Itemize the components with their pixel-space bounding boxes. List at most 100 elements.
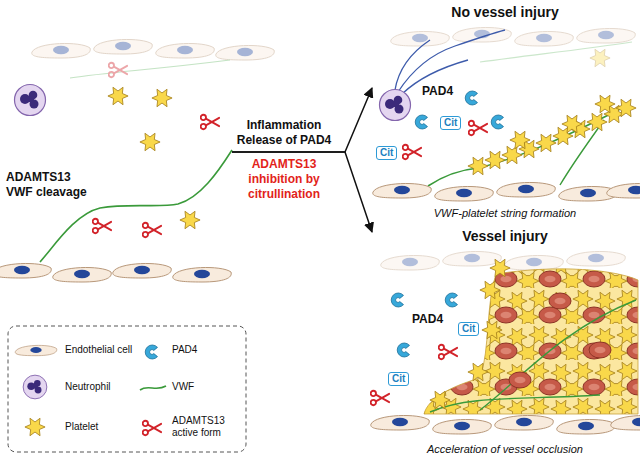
endothelial-cell — [371, 415, 430, 430]
pad4-enzyme — [491, 115, 503, 129]
endothelial-cell — [505, 255, 564, 270]
panel-heading: Vessel injury — [458, 228, 552, 244]
legend-frame — [8, 326, 246, 452]
endothelial-cell — [0, 263, 51, 278]
pad4-enzyme — [445, 293, 457, 307]
adamts13-scissors — [109, 63, 128, 78]
platelet — [108, 87, 128, 104]
endothelial-cell — [497, 182, 556, 197]
endothelial-cell — [515, 31, 574, 46]
endothelial-cell — [216, 45, 275, 60]
legend-sample — [145, 345, 157, 359]
inhibition-label: ADAMTS13 inhibition by citrullination — [234, 157, 334, 202]
vwf-strand — [428, 104, 630, 186]
endothelial-cell — [611, 415, 640, 430]
endothelial-cell — [495, 415, 554, 430]
platelet — [510, 131, 530, 148]
panel-caption: Acceleration of vessel occlusion — [424, 442, 586, 456]
platelet — [152, 89, 172, 106]
panel-label: ADAMTS13 VWF cleavage — [6, 170, 96, 200]
enzyme-label: PAD4 — [412, 312, 443, 326]
vwf-strand — [70, 60, 230, 78]
endothelial-cell — [381, 255, 440, 270]
citrulline-tag: Cit — [458, 322, 479, 336]
platelet — [430, 391, 450, 408]
endothelial-cell — [94, 39, 153, 54]
panel: No vessel injuryVWF-platelet string form… — [372, 0, 638, 222]
endothelial-cell — [607, 183, 640, 198]
legend-sample — [15, 345, 57, 355]
platelet — [536, 134, 556, 151]
pad4-enzyme — [397, 343, 409, 357]
endothelial-cell — [567, 251, 626, 266]
legend-label: Neutrophil — [65, 381, 111, 393]
adamts13-scissors — [403, 145, 422, 160]
endothelial-cell — [453, 27, 512, 42]
platelet — [480, 281, 500, 298]
endothelial-cell — [32, 43, 91, 58]
endothelial-cell — [577, 28, 636, 43]
flow-arrow — [232, 88, 372, 152]
pad4-enzyme — [415, 115, 427, 129]
adamts13-scissors — [143, 223, 162, 238]
platelet — [468, 363, 488, 380]
platelet — [590, 49, 610, 66]
legend-sample — [140, 386, 166, 390]
vwf-strand — [430, 395, 600, 412]
endothelial-cell — [391, 31, 450, 46]
adamts13-scissors — [439, 345, 458, 360]
adamts13-scissors — [93, 219, 112, 234]
adamts13-scissors — [201, 115, 220, 130]
faded-vessel-wall — [32, 39, 275, 78]
legend-label: ADAMTS13 active form — [172, 415, 238, 439]
legend-sample — [25, 418, 45, 435]
endothelial-cell — [156, 43, 215, 58]
red-blood-cell — [549, 293, 571, 309]
adamts13-scissors — [371, 391, 390, 406]
platelet — [490, 259, 510, 276]
legend-label: Endothelial cell — [65, 344, 132, 356]
process-label: Inflammation Release of PAD4 — [226, 118, 342, 148]
adamts13-scissors — [469, 121, 488, 136]
citrulline-tag: Cit — [440, 116, 461, 130]
net-strand — [395, 40, 430, 90]
vwf-strand — [480, 42, 632, 62]
net-strands — [395, 30, 505, 94]
platelet — [485, 151, 505, 168]
endothelial-cell — [557, 419, 616, 434]
citrulline-tag: Cit — [376, 146, 397, 160]
platelet — [562, 115, 582, 132]
legend-label: Platelet — [65, 421, 98, 433]
neutrophil — [380, 90, 411, 121]
legend-sample — [23, 375, 47, 399]
panel-caption: VWF-platelet string formation — [431, 206, 579, 220]
citrulline-tag: Cit — [388, 372, 409, 386]
pad4-enzyme — [391, 293, 403, 307]
endothelial-cell — [433, 419, 492, 434]
legend-sample — [143, 421, 162, 436]
occlusive-thrombus — [424, 269, 638, 414]
red-blood-cell — [589, 342, 611, 358]
endothelial-cell — [53, 267, 112, 282]
panel-heading: No vessel injury — [447, 4, 562, 20]
net-strand — [398, 30, 505, 92]
red-blood-cell — [509, 372, 531, 388]
platelet — [140, 133, 160, 150]
platelet — [595, 95, 615, 112]
legend-label: VWF — [172, 381, 194, 393]
platelet — [482, 321, 502, 338]
vwf-strand — [480, 300, 636, 410]
enzyme-label: PAD4 — [422, 84, 453, 98]
neutrophil — [15, 85, 46, 116]
net-strand — [402, 60, 468, 94]
endothelial-cell — [435, 186, 494, 201]
endothelial-cell — [373, 183, 432, 198]
vwf-strand — [40, 150, 232, 262]
platelet — [616, 99, 636, 116]
endothelial-cell — [113, 263, 172, 278]
panel: Vessel injuryAcceleration of vessel occl… — [372, 224, 638, 458]
endothelial-cell — [173, 267, 232, 282]
flow-arrow — [232, 152, 372, 232]
